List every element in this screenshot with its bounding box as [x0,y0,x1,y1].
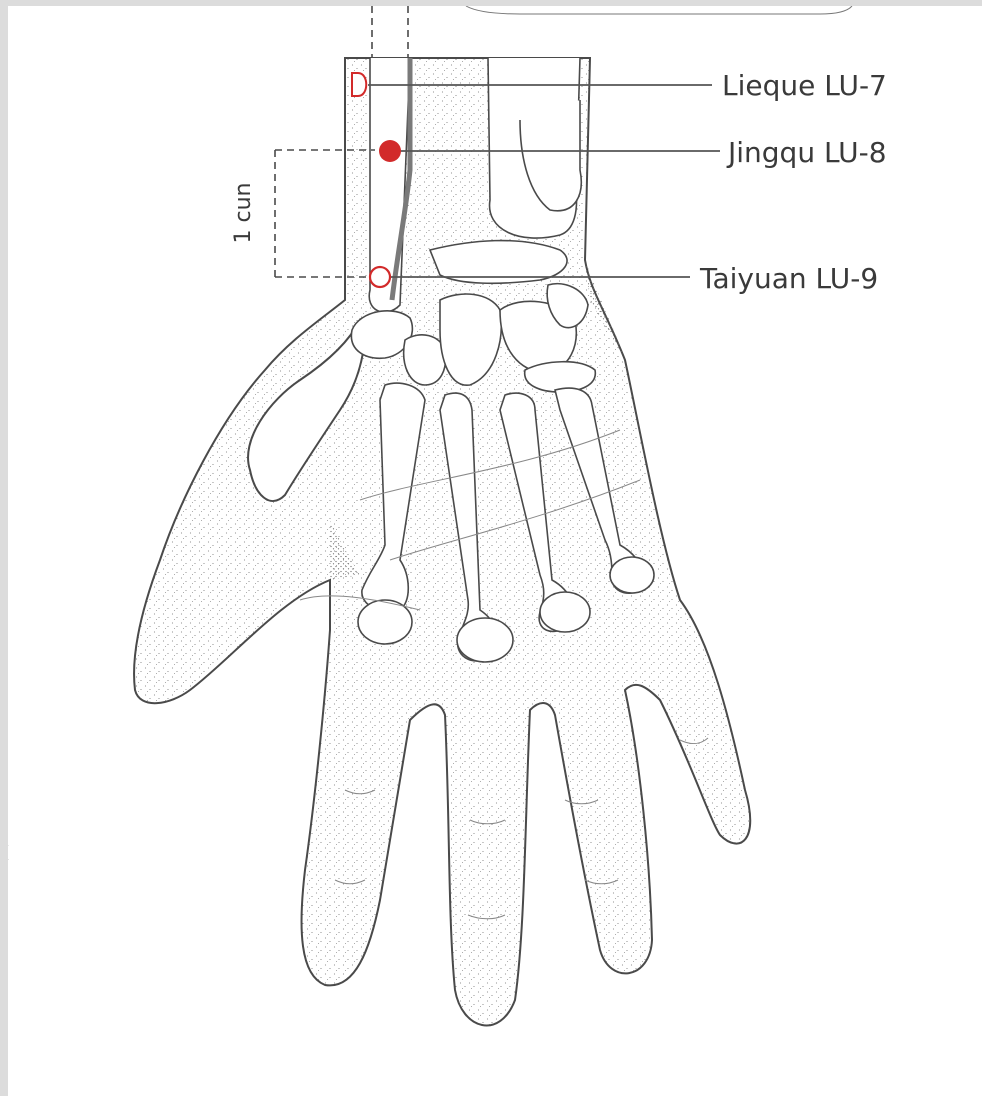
jingqu-label: Jingqu LU-8 [726,136,887,169]
lieque-label: Lieque LU-7 [722,69,887,102]
lieque-point-marker [352,73,366,96]
taiyuan-point-marker [370,267,390,287]
dashed-channel [372,6,408,58]
taiyuan-label: Taiyuan LU-9 [699,262,878,295]
jingqu-point-marker [379,140,401,162]
hand-illustration: 1 cun Lieque LU-7 Jingqu LU-8 Taiyuan LU… [8,6,982,1096]
hand-outline [134,58,750,1025]
cun-label: 1 cun [231,183,256,244]
hand-anatomy-figure: 1 cun Lieque LU-7 Jingqu LU-8 Taiyuan LU… [8,6,982,1096]
top-frame-arc [466,6,852,14]
